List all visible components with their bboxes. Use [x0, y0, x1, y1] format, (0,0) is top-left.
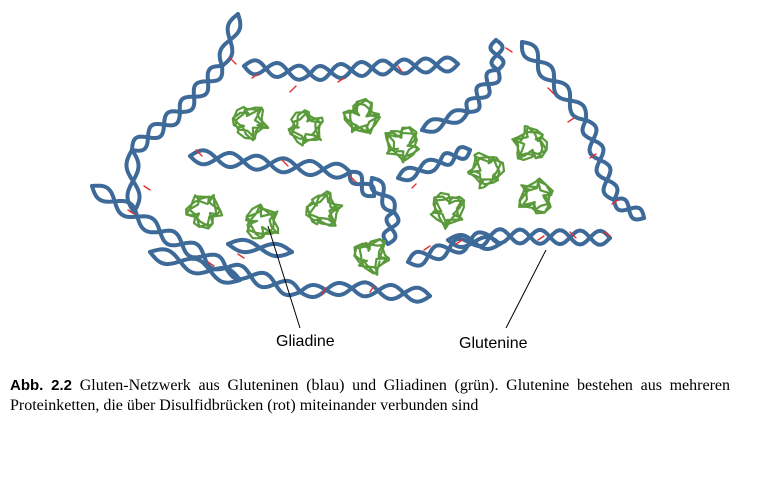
disulfide-bridge	[505, 47, 513, 53]
disulfide-bridge	[411, 183, 417, 189]
glutenin-strand	[489, 38, 505, 72]
glutenin-strand	[224, 266, 302, 298]
disulfide-bridge	[337, 77, 345, 83]
disulfide-bridge	[127, 209, 135, 215]
glutenin-strand	[466, 68, 502, 114]
glutenin-strand	[226, 237, 294, 259]
glutenin-strand	[177, 64, 224, 114]
disulfide-bridge	[143, 185, 151, 191]
glutenin-strand	[188, 151, 272, 172]
gliadin-coil	[518, 177, 554, 215]
glutenin-strand	[348, 169, 376, 199]
disulfide-bridge	[397, 65, 403, 73]
glutenin-strand	[438, 148, 472, 164]
caption-text: Gluten-Netzwerk aus Gluteninen (blau) un…	[10, 377, 730, 414]
caption-number: Abb. 2.2	[10, 377, 73, 394]
disulfide-bridge	[369, 285, 375, 293]
glutenine-label: Glutenine	[459, 335, 528, 352]
glutenin-strand	[178, 64, 225, 114]
disulfide-bridge	[251, 73, 259, 79]
glutenin-strand	[308, 60, 374, 80]
gliadin-coil	[231, 105, 270, 142]
glutenin-strand	[268, 156, 352, 177]
disulfide-bridge	[349, 175, 357, 183]
glutenin-strand	[217, 12, 243, 68]
glutenin-strand	[242, 58, 312, 79]
gliadin-coil	[511, 125, 549, 161]
gliadine-label: Gliadine	[276, 333, 335, 350]
disulfide-bridge	[289, 85, 297, 93]
glutenin-strand	[488, 227, 612, 247]
gliadine-pointer	[267, 225, 301, 329]
gluten-network-diagram: Gliadine Glutenine	[90, 12, 646, 352]
glutenin-strand	[298, 283, 354, 297]
disulfide-bridge	[281, 159, 289, 167]
glutenin-strand	[446, 233, 502, 251]
glutenin-strand	[350, 280, 432, 301]
glutenin-strands	[90, 12, 646, 304]
gliadin-coil	[287, 109, 324, 147]
gliadin-coil	[466, 151, 506, 190]
glutenin-strand	[612, 196, 646, 222]
gliadin-coil	[342, 97, 381, 135]
disulfide-bridge	[195, 149, 203, 157]
disulfide-bridge	[455, 239, 463, 245]
gliadin-coils	[185, 97, 554, 276]
disulfide-bridge	[321, 287, 327, 295]
disulfide-bridge	[237, 253, 245, 259]
glutenin-strand	[242, 61, 312, 82]
disulfide-bridge	[423, 245, 431, 251]
disulfide-bridge	[567, 117, 575, 123]
glutenin-strand	[520, 40, 588, 122]
gliadin-coil	[429, 191, 466, 230]
disulfide-bridge	[611, 199, 619, 205]
glutenin-strand	[90, 183, 162, 234]
glutenin-strand	[308, 62, 374, 82]
disulfide-bridge	[589, 153, 597, 159]
gliadin-coil	[384, 126, 420, 164]
glutenin-strand	[350, 283, 432, 304]
gliadin-coil	[353, 237, 391, 276]
glutenin-strand	[370, 56, 460, 76]
glutenin-strand	[584, 118, 616, 202]
disulfide-bridges	[127, 47, 619, 295]
disulfide-bridge	[229, 57, 237, 65]
glutenin-strand	[130, 110, 182, 153]
glutenin-strand	[268, 159, 352, 180]
glutenin-strand	[188, 148, 272, 169]
glutenin-strand	[464, 68, 500, 114]
disulfide-bridge	[603, 231, 611, 237]
glutenin-strand	[420, 110, 470, 132]
glutenin-strand	[90, 184, 162, 235]
disulfide-bridge	[569, 231, 577, 239]
gliadin-coil	[305, 190, 344, 227]
glutenin-strand	[148, 247, 242, 282]
glutenin-strand	[158, 228, 228, 270]
figure-caption: Abb. 2.2 Gluten-Netzwerk aus Gluteninen …	[10, 376, 730, 416]
disulfide-bridge	[547, 87, 555, 95]
glutenin-strand	[130, 109, 182, 152]
glutenine-pointer	[505, 249, 547, 329]
disulfide-bridge	[537, 235, 545, 241]
gliadin-coil	[185, 193, 224, 230]
glutenin-strand	[370, 176, 396, 214]
glutenin-strand	[396, 160, 442, 180]
disulfide-bridge	[207, 261, 215, 267]
glutenin-strand	[148, 250, 242, 285]
gliadin-coil	[245, 203, 280, 240]
glutenin-strand	[381, 210, 401, 246]
glutenin-strand	[224, 262, 302, 294]
